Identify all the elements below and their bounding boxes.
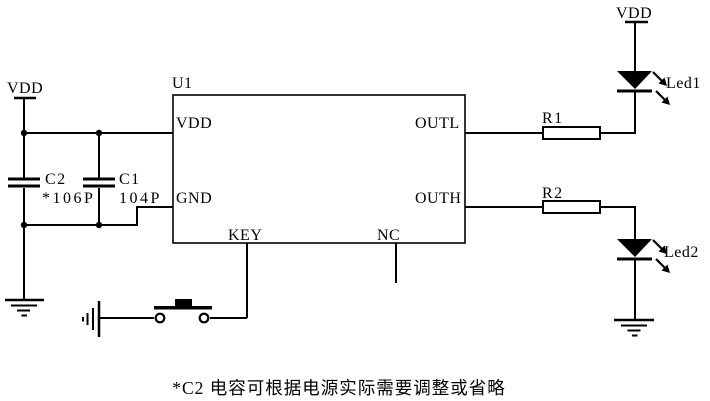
led2-arrowhead [658,245,667,254]
junction-dot [95,221,103,229]
led2-symbol: Led2 [617,239,699,320]
wire-r2-to-led2 [600,206,636,239]
led1-arrowhead [661,96,670,105]
button-actuator-bar [154,306,212,310]
ic-u1: U1 VDD GND OUTL OUTH KEY NC [172,75,466,244]
led1-arrowhead [658,77,667,86]
led1-light-arrow [655,90,666,101]
c1-ref-label: C1 [119,171,141,188]
capacitor-c1: C1 104P [83,133,162,225]
button-terminal-left [154,312,166,324]
resistor-r2: R2 [542,185,601,214]
ic-pin-gnd-label: GND [176,190,212,207]
led1-ref-label: Led1 [666,75,701,92]
led2-light-arrow [655,258,666,269]
led1-light-arrow [652,71,663,82]
led2-light-arrow [652,239,663,250]
r1-body [542,126,601,140]
button-cap [175,299,192,306]
ic-body [172,94,466,244]
led2-arrowhead [661,264,670,273]
led1-triangle [617,71,652,89]
vdd-left-source: VDD [7,80,43,178]
junction-dot [20,221,28,229]
ic-pin-nc-label: NC [377,227,400,244]
r1-ref-label: R1 [542,110,564,127]
r2-body [542,200,601,214]
capacitor-c2: C2 *106P [8,171,95,299]
ground-symbol-right [614,318,654,337]
ic-pin-outl-label: OUTL [415,115,460,132]
wire-gnd-to-ic [24,206,173,226]
ground-symbol-left [5,298,44,317]
c2-ref-label: C2 [45,171,67,188]
r2-ref-label: R2 [542,185,564,202]
ic-ref-label: U1 [172,75,193,92]
vdd-right-label: VDD [616,5,652,22]
resistor-r1: R1 [542,110,601,140]
c1-value-label: 104P [119,190,162,207]
led1-symbol: VDD Led1 [616,5,701,105]
button-terminal-right [198,312,210,324]
push-button [99,299,247,324]
junction-dot [95,129,103,137]
ic-pin-outh-label: OUTH [415,190,461,207]
ic-pin-vdd-label: VDD [176,115,212,132]
vdd-left-label: VDD [7,80,43,97]
led2-ref-label: Led2 [664,244,699,261]
ground-symbol-button [82,301,101,337]
wire-r1-to-led1 [600,91,636,134]
ic-pin-key-label: KEY [228,227,262,244]
c2-value-label: *106P [42,190,95,207]
led2-triangle [617,239,652,257]
junction-dot [20,129,28,137]
schematic-note: *C2 电容可根据电源实际需要调整或省略 [172,378,506,398]
